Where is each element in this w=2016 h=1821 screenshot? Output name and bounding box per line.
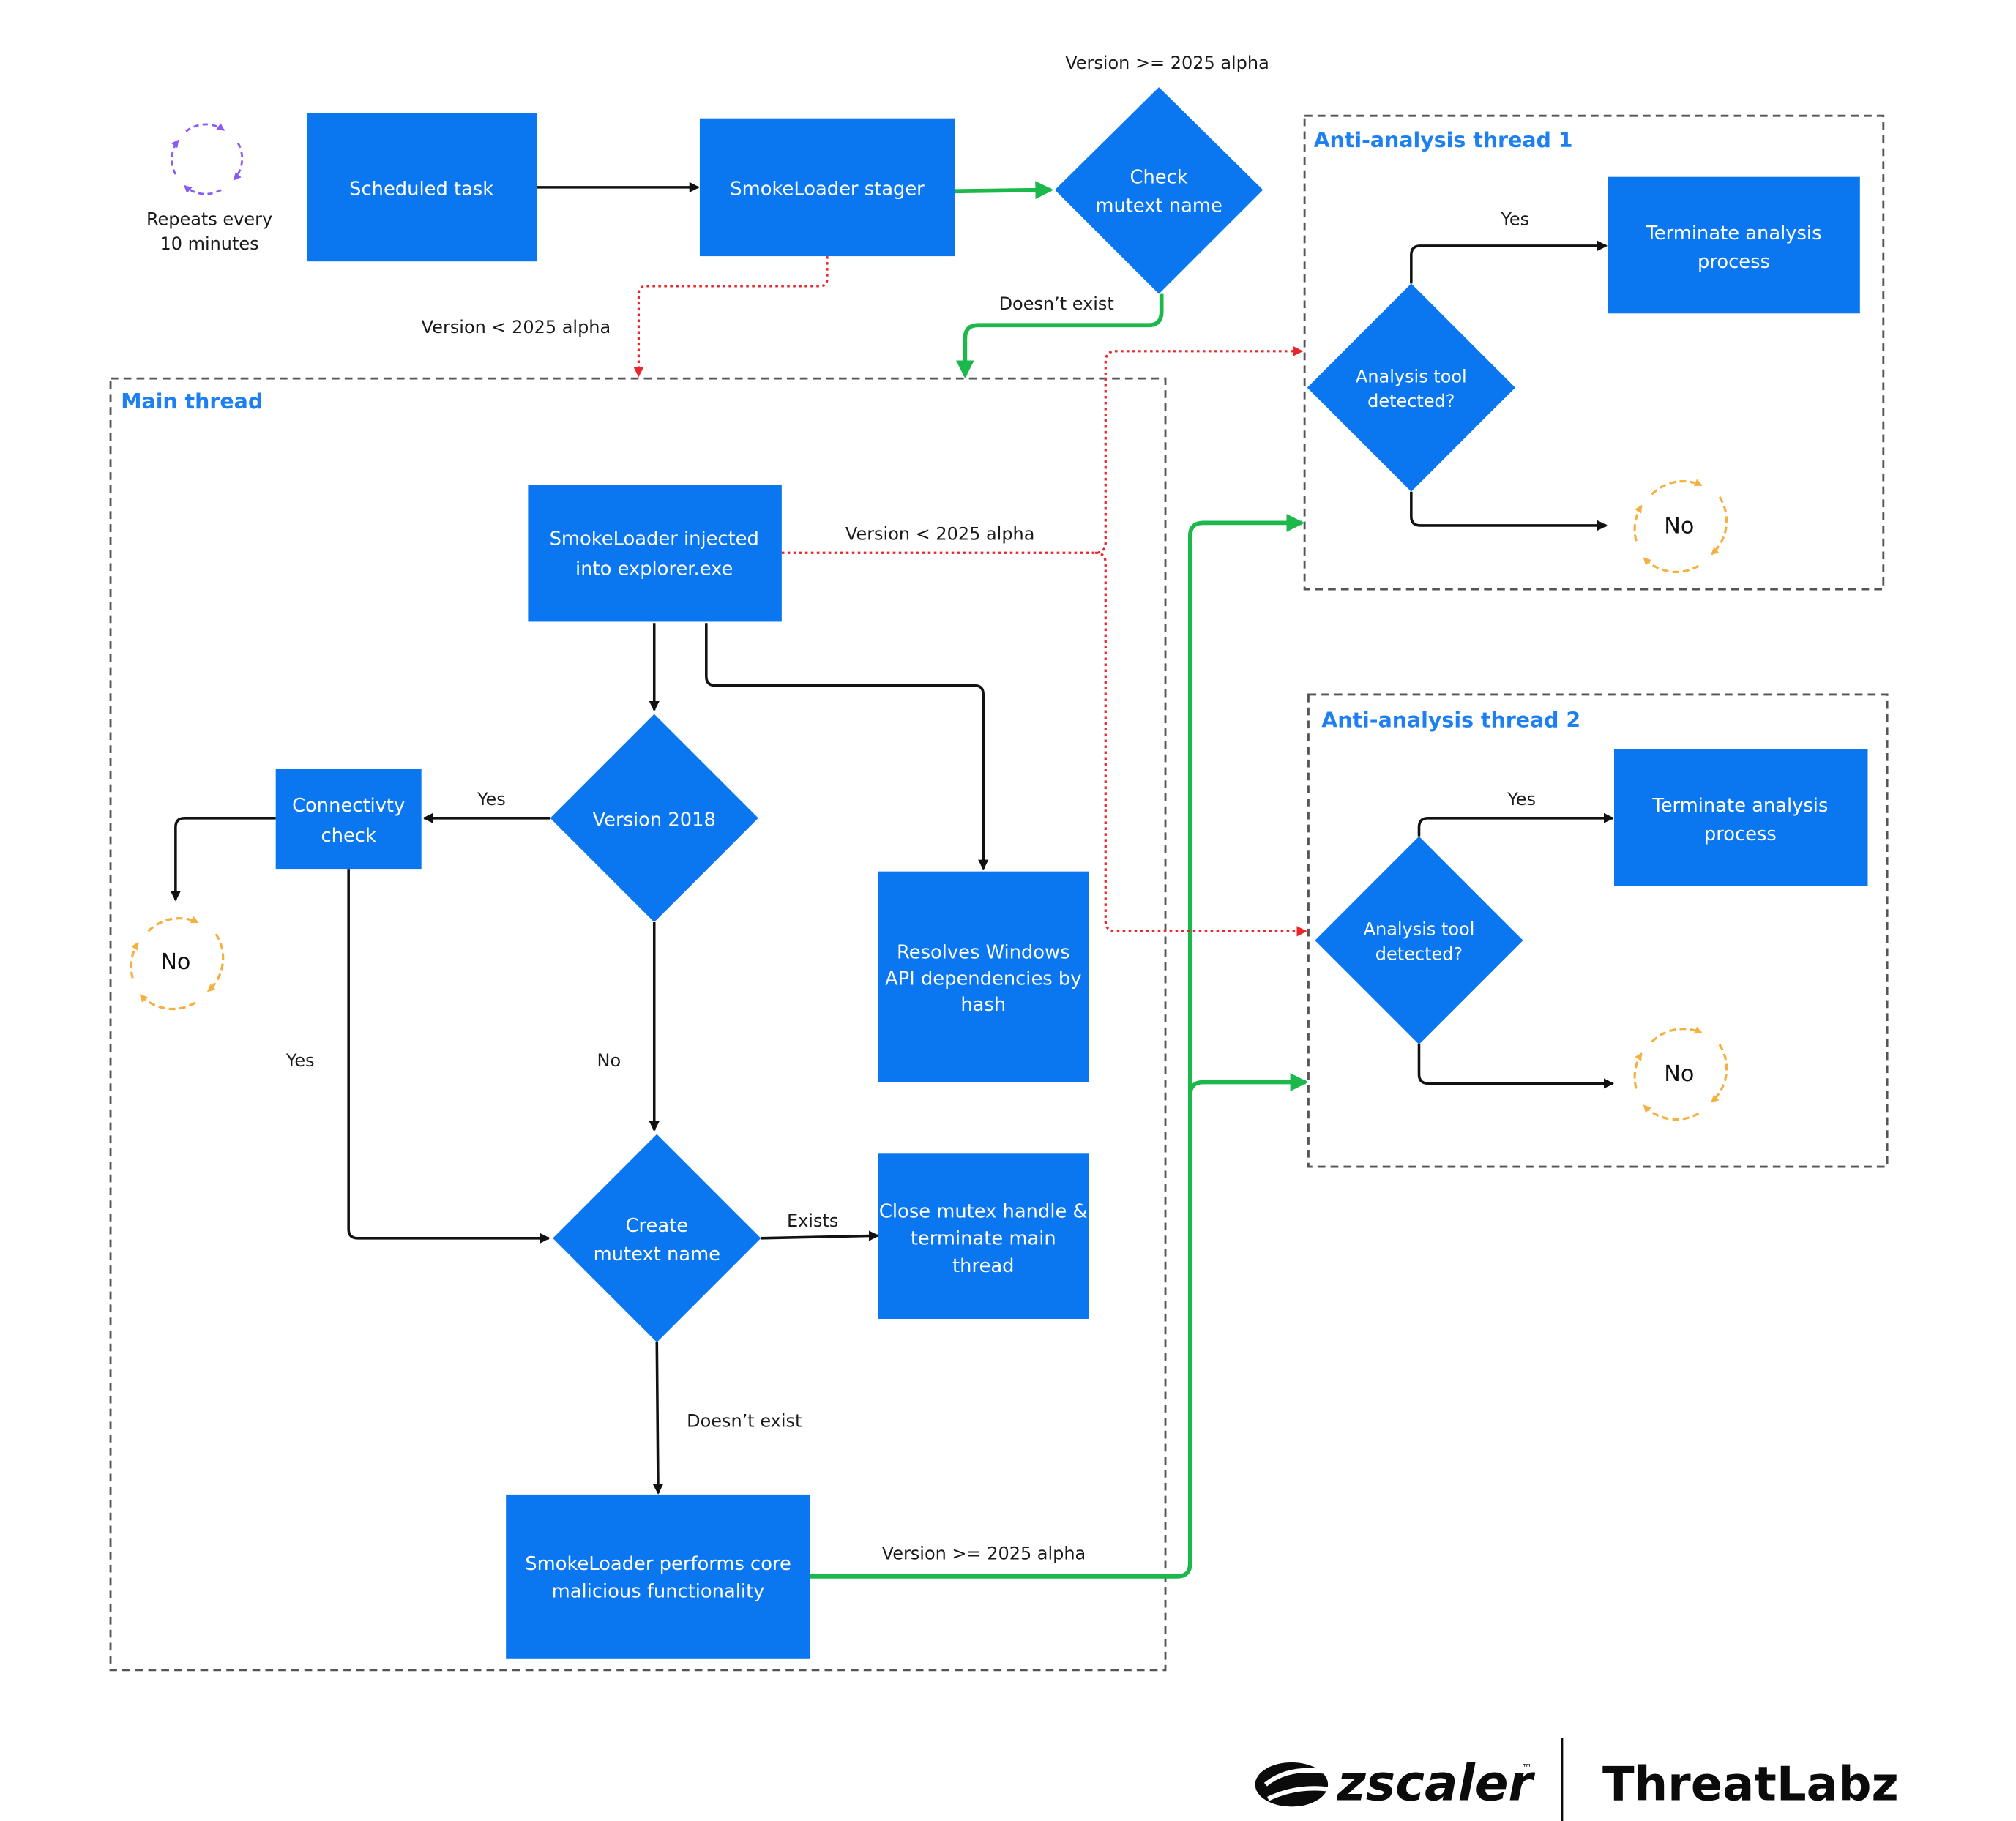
edge-t2-detected-to-no bbox=[1417, 1044, 1615, 1089]
terminal-no-t2: No bbox=[1633, 1026, 1728, 1121]
connectors-red-dotted bbox=[633, 256, 1307, 937]
edge-core-to-anti-threads bbox=[810, 513, 1305, 1579]
zscaler-logo: zscaler ™ bbox=[1255, 1754, 1536, 1812]
node-t1-terminate-line2: process bbox=[1698, 251, 1770, 273]
node-version-2018[interactable]: Version 2018 bbox=[550, 714, 758, 922]
edge-t1-detected-to-no bbox=[1410, 491, 1608, 531]
connectors-green bbox=[810, 181, 1309, 1579]
node-core-line2: malicious functionality bbox=[552, 1580, 765, 1602]
edge-injected-to-resolves bbox=[705, 623, 989, 870]
edge-injected-to-anti-threads-legacy bbox=[781, 345, 1304, 554]
zscaler-tm: ™ bbox=[1522, 1762, 1532, 1774]
label-doesnt-exist-bottom: Doesn’t exist bbox=[687, 1410, 802, 1431]
edge-stager-to-main-thread-legacy bbox=[633, 256, 829, 378]
node-close-mutex-line1: Close mutex handle & bbox=[879, 1200, 1088, 1222]
node-scheduled-task[interactable]: Scheduled task bbox=[307, 113, 537, 262]
edge-stager-to-check bbox=[955, 181, 1054, 200]
edge-t2-detected-to-terminate bbox=[1417, 812, 1615, 837]
node-close-mutex[interactable]: Close mutex handle & terminate main thre… bbox=[878, 1153, 1089, 1319]
label-version-ge-bottom: Version >= 2025 alpha bbox=[882, 1544, 1086, 1564]
node-t2-terminate-line1: Terminate analysis bbox=[1651, 795, 1828, 817]
node-t2-terminate[interactable]: Terminate analysis process bbox=[1614, 749, 1868, 886]
node-t1-detected-line1: Analysis tool bbox=[1356, 366, 1467, 386]
node-connectivity-line2: check bbox=[321, 825, 376, 847]
edge-check-to-main-thread bbox=[955, 293, 1164, 379]
cycle-icon-t2 bbox=[1633, 1026, 1728, 1121]
edge-injected-to-anti-thread-2-legacy bbox=[1094, 551, 1307, 937]
node-connectivity-check[interactable]: Connectivty check bbox=[275, 769, 422, 870]
node-core-functionality[interactable]: SmokeLoader performs core malicious func… bbox=[506, 1494, 810, 1659]
label-no-middle: No bbox=[597, 1050, 621, 1071]
node-t2-detected-line1: Analysis tool bbox=[1364, 919, 1475, 940]
cycle-icon-t1 bbox=[1633, 479, 1728, 573]
label-t1-yes: Yes bbox=[1500, 209, 1529, 229]
node-t1-detected-line2: detected? bbox=[1367, 391, 1455, 411]
edge-t1-detected-to-terminate bbox=[1410, 240, 1608, 284]
edge-create-to-close bbox=[761, 1230, 880, 1241]
label-version-lt-top: Version < 2025 alpha bbox=[422, 317, 611, 337]
main-thread-group bbox=[109, 377, 1167, 1672]
terminal-no-left: No bbox=[130, 916, 225, 1011]
node-t2-detected[interactable]: Analysis tool detected? bbox=[1315, 836, 1523, 1045]
label-version-lt-injected: Version < 2025 alpha bbox=[845, 523, 1035, 544]
node-t2-terminate-line2: process bbox=[1704, 823, 1777, 845]
node-connectivity-line1: Connectivty bbox=[292, 795, 405, 817]
node-resolves-api[interactable]: Resolves Windows API dependencies by has… bbox=[878, 871, 1089, 1082]
node-t1-detected[interactable]: Analysis tool detected? bbox=[1307, 283, 1515, 492]
node-create-mutex-line2: mutext name bbox=[594, 1244, 720, 1265]
edge-connectivity-to-create bbox=[347, 869, 550, 1244]
terminal-no-t2-label: No bbox=[1664, 1061, 1694, 1087]
node-resolves-line2: API dependencies by bbox=[885, 968, 1081, 990]
terminal-no-left-label: No bbox=[160, 949, 190, 975]
anti-analysis-thread-1-title: Anti-analysis thread 1 bbox=[1314, 128, 1573, 152]
node-t2-detected-line2: detected? bbox=[1375, 943, 1463, 964]
label-yes-connectivity: Yes bbox=[477, 789, 506, 809]
node-check-mutex[interactable]: Check mutext name bbox=[1054, 87, 1263, 294]
label-t2-yes: Yes bbox=[1507, 789, 1536, 809]
anti-analysis-thread-2-title: Anti-analysis thread 2 bbox=[1321, 708, 1580, 732]
edge-connectivity-to-no bbox=[170, 817, 276, 902]
node-resolves-line3: hash bbox=[960, 994, 1006, 1016]
terminal-no-t1: No bbox=[1633, 479, 1728, 573]
node-t1-terminate-line1: Terminate analysis bbox=[1645, 223, 1821, 244]
connectors-black bbox=[170, 182, 1615, 1495]
node-check-mutex-line1: Check bbox=[1130, 167, 1188, 189]
label-version-ge-top: Version >= 2025 alpha bbox=[1065, 53, 1269, 73]
refresh-cycle-icon bbox=[171, 123, 244, 195]
node-close-mutex-line3: thread bbox=[952, 1255, 1014, 1277]
zscaler-cloud-icon bbox=[1255, 1762, 1332, 1807]
terminal-no-t1-label: No bbox=[1664, 514, 1694, 539]
node-injected-explorer[interactable]: SmokeLoader injected into explorer.exe bbox=[528, 485, 782, 622]
main-thread-title: Main thread bbox=[121, 389, 263, 414]
anti-analysis-thread-2-group bbox=[1307, 693, 1889, 1168]
label-doesnt-exist-top: Doesn’t exist bbox=[999, 293, 1114, 314]
label-yes-left: Yes bbox=[285, 1050, 315, 1071]
repeat-note-line2: 10 minutes bbox=[160, 233, 259, 254]
node-core-line1: SmokeLoader performs core bbox=[525, 1553, 791, 1575]
node-injected-line1: SmokeLoader injected bbox=[550, 528, 759, 550]
node-injected-line2: into explorer.exe bbox=[575, 558, 733, 580]
node-resolves-line1: Resolves Windows bbox=[897, 942, 1070, 964]
node-scheduled-task-label: Scheduled task bbox=[349, 179, 493, 201]
node-close-mutex-line2: terminate main bbox=[911, 1228, 1056, 1250]
node-version-2018-label: Version 2018 bbox=[593, 809, 716, 831]
node-t1-terminate[interactable]: Terminate analysis process bbox=[1608, 176, 1860, 314]
threatlabz-wordmark: ThreatLabz bbox=[1602, 1758, 1899, 1812]
node-check-mutex-line2: mutext name bbox=[1095, 195, 1222, 217]
node-smokeloader-stager[interactable]: SmokeLoader stager bbox=[699, 118, 955, 257]
node-create-mutex-line1: Create bbox=[626, 1215, 689, 1237]
edge-create-to-core bbox=[652, 1342, 664, 1495]
repeat-note-line1: Repeats every bbox=[146, 209, 272, 229]
edge-core-to-anti-thread-2 bbox=[1187, 1073, 1309, 1097]
node-create-mutex[interactable]: Create mutext name bbox=[553, 1134, 761, 1342]
node-smokeloader-stager-label: SmokeLoader stager bbox=[730, 179, 925, 201]
cycle-icon-left bbox=[130, 916, 225, 1011]
label-exists: Exists bbox=[787, 1211, 838, 1231]
zscaler-wordmark: zscaler bbox=[1337, 1754, 1536, 1812]
